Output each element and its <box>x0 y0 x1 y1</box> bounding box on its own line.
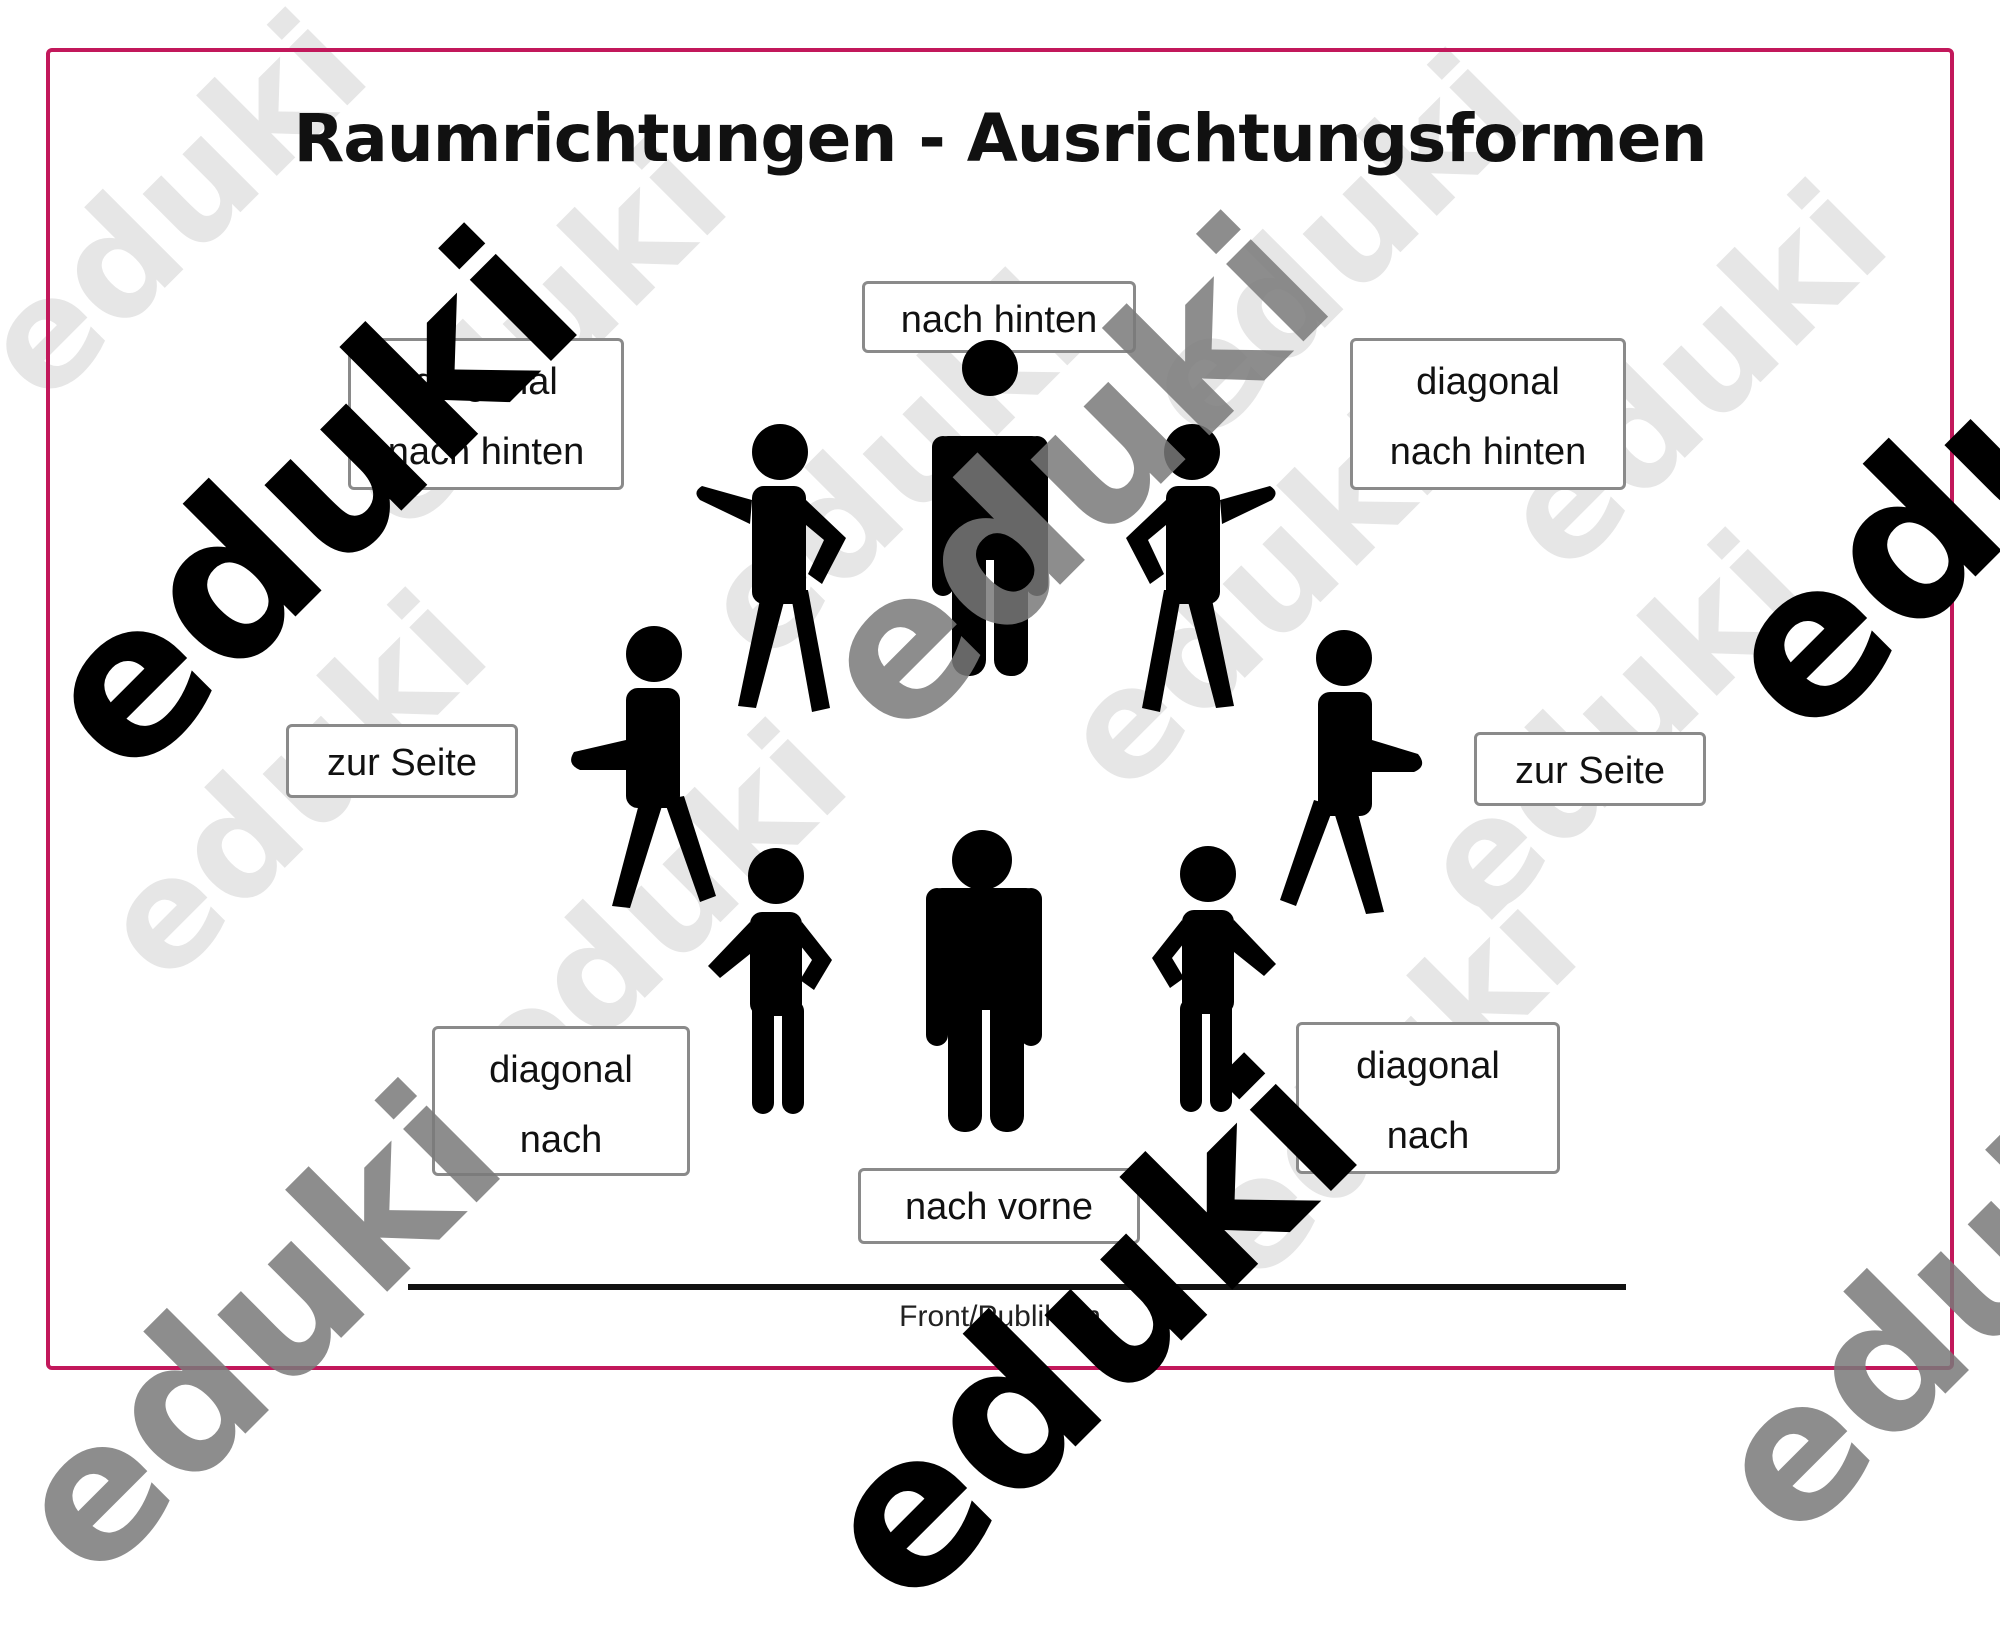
figure-diag-back-left <box>696 424 846 712</box>
label-line: diagonal <box>1416 361 1560 403</box>
figure-front <box>926 830 1042 1132</box>
label-line: nach <box>1386 1115 1470 1157</box>
label-line: nach hinten <box>1389 431 1587 473</box>
figure-diag-front-right <box>1152 846 1276 1112</box>
label-line: nach hinten <box>387 431 585 473</box>
label-front-text: nach vorne <box>904 1186 1093 1228</box>
page-frame <box>46 48 1954 1370</box>
page-title: Raumrichtungen - Ausrichtungsformen <box>293 100 1707 177</box>
figure-side-left <box>571 626 716 908</box>
front-audience-label: Front/Publikum <box>899 1300 1101 1333</box>
label-line: nach <box>519 1119 603 1161</box>
label-front: nach vorne <box>858 1168 1140 1244</box>
figures-diagram <box>571 340 1423 1132</box>
figure-side-right <box>1280 630 1423 914</box>
label-side-right: zur Seite <box>1474 732 1706 806</box>
figure-diag-front-left <box>708 848 832 1114</box>
label-side-right-text: zur Seite <box>1515 750 1665 792</box>
label-line: diagonal <box>414 361 558 403</box>
label-diag-front-left: diagonal nach <box>432 1026 690 1176</box>
label-diag-back-right: diagonal nach hinten <box>1350 338 1626 490</box>
label-back: nach hinten <box>862 281 1136 353</box>
label-diag-front-right: diagonal nach <box>1296 1022 1560 1174</box>
label-side-left: zur Seite <box>286 724 518 798</box>
stage-front-line <box>408 1284 1626 1290</box>
figure-diag-back-right <box>1126 424 1276 712</box>
label-side-left-text: zur Seite <box>327 742 477 784</box>
label-diag-back-left: diagonal nach hinten <box>348 338 624 490</box>
figure-back <box>932 340 1048 676</box>
label-back-text: nach hinten <box>900 299 1098 341</box>
label-line: diagonal <box>489 1049 633 1091</box>
label-line: diagonal <box>1356 1045 1500 1087</box>
